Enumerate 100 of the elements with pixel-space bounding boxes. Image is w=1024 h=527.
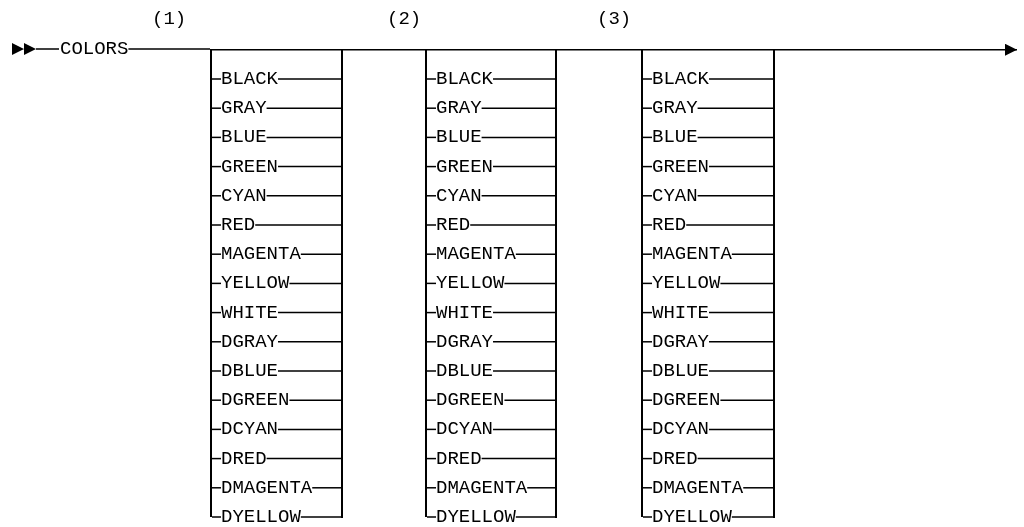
connector-line — [277, 370, 342, 372]
option-keyword: WHITE — [652, 301, 709, 324]
option-keyword: BLACK — [436, 68, 493, 90]
option-keyword: DGRAY — [221, 330, 278, 353]
connector-line — [426, 516, 437, 518]
option-keyword: BLUE — [436, 126, 482, 149]
connector-line — [277, 311, 342, 314]
branch-line — [425, 49, 427, 517]
connector-line — [211, 49, 342, 51]
connector-line — [211, 341, 222, 343]
connector-line — [696, 195, 774, 197]
option-keyword: DYELLOW — [221, 506, 301, 527]
connector-line — [265, 457, 342, 460]
connector-line — [642, 399, 653, 401]
option-keyword: RED — [221, 214, 256, 236]
connector-line — [277, 428, 342, 431]
option-keyword: GRAY — [221, 97, 267, 120]
connector-line — [642, 341, 653, 343]
option-keyword: DRED — [221, 447, 267, 470]
connector-line — [342, 49, 426, 51]
connector-line — [480, 457, 556, 460]
option-keyword: DCYAN — [221, 418, 278, 441]
connector-line — [731, 253, 774, 255]
branch-line — [210, 49, 212, 517]
connector-line — [426, 49, 556, 51]
option-keyword: DBLUE — [221, 360, 278, 382]
option-keyword: GREEN — [221, 155, 278, 178]
connector-line — [742, 487, 774, 489]
connector-line — [426, 399, 437, 401]
connector-line — [211, 195, 222, 197]
connector-line — [708, 311, 774, 314]
connector-line — [426, 487, 437, 489]
connector-line — [696, 107, 774, 109]
option-keyword: WHITE — [436, 301, 493, 324]
option-keyword: DMAGENTA — [221, 476, 313, 499]
branch-line — [773, 49, 775, 518]
connector-line — [642, 195, 653, 197]
connector-line — [265, 195, 342, 197]
connector-line — [503, 399, 556, 401]
connector-line — [469, 224, 556, 226]
connector-line — [515, 516, 556, 518]
connector-line — [211, 253, 222, 255]
connector-line — [211, 78, 222, 80]
option-keyword: CYAN — [436, 184, 482, 207]
connector-line — [642, 78, 653, 80]
connector-line — [288, 399, 342, 401]
option-keyword: DGREEN — [436, 389, 505, 412]
option-keyword: MAGENTA — [436, 243, 516, 266]
option-keyword: CYAN — [221, 184, 267, 207]
connector-line — [492, 428, 556, 431]
connector-line — [426, 224, 437, 226]
connector-line — [515, 253, 556, 255]
option-keyword: DBLUE — [652, 360, 709, 382]
option-keyword: BLUE — [652, 126, 698, 149]
connector-line — [492, 165, 556, 168]
option-keyword: DBLUE — [436, 360, 493, 382]
connector-line — [265, 136, 342, 139]
connector-line — [426, 78, 437, 80]
option-keyword: GREEN — [436, 155, 493, 178]
option-keyword: GRAY — [436, 97, 482, 120]
connector-line — [480, 136, 556, 139]
connector-line — [480, 195, 556, 197]
option-keyword: MAGENTA — [221, 243, 301, 266]
option-keyword: GRAY — [652, 97, 698, 120]
branch-line — [555, 49, 557, 518]
option-keyword: DGRAY — [652, 330, 709, 353]
option-keyword: BLACK — [652, 68, 709, 90]
footnote-reference: (3) — [597, 8, 632, 30]
option-keyword: DMAGENTA — [652, 476, 744, 499]
connector-line — [288, 282, 342, 285]
connector-line — [426, 370, 437, 372]
connector-line — [211, 399, 222, 401]
connector-line — [426, 107, 437, 109]
connector-line — [719, 399, 774, 401]
connector-line — [696, 136, 774, 139]
option-keyword: DYELLOW — [652, 506, 732, 527]
connector-line — [503, 282, 556, 285]
option-keyword: DGREEN — [221, 389, 290, 412]
connector-line — [708, 341, 774, 343]
connector-line — [556, 49, 642, 51]
connector-line — [300, 253, 342, 255]
option-keyword: WHITE — [221, 301, 278, 324]
connector-line — [526, 487, 556, 489]
connector-line — [426, 341, 437, 343]
connector-line — [492, 370, 556, 372]
option-keyword: YELLOW — [652, 272, 721, 295]
connector-line — [492, 341, 556, 343]
connector-line — [426, 195, 437, 197]
option-keyword: DRED — [436, 447, 482, 470]
keyword: COLORS — [60, 38, 129, 60]
footnote-reference: (1) — [152, 8, 187, 30]
connector-line — [211, 370, 222, 372]
option-keyword: CYAN — [652, 184, 698, 207]
connector-line — [311, 487, 342, 489]
connector-line — [642, 487, 653, 489]
option-keyword: BLUE — [221, 126, 267, 149]
connector-line — [265, 107, 342, 109]
connector-line — [211, 516, 222, 518]
option-keyword: BLACK — [221, 68, 278, 90]
connector-line — [127, 48, 211, 50]
